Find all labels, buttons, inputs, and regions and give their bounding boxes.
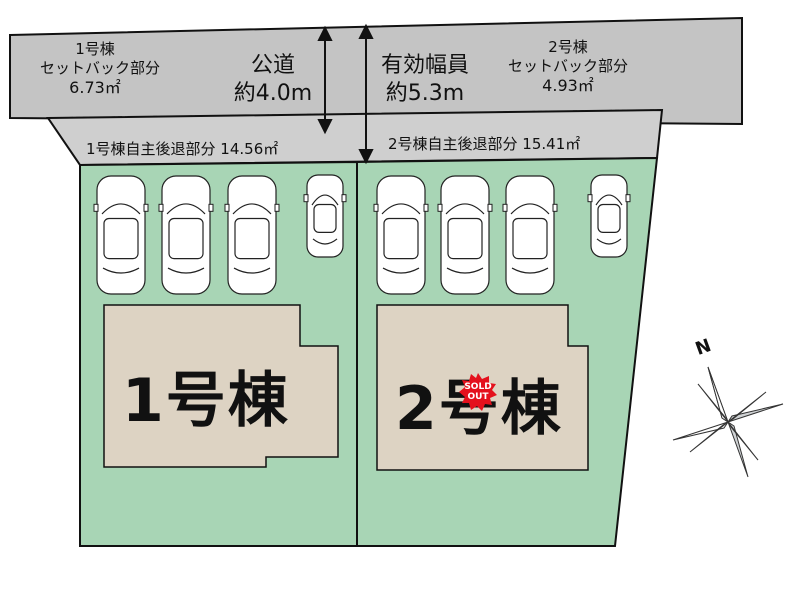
lot2-parking-car-5 bbox=[373, 175, 429, 295]
lot1-parking-car-1 bbox=[93, 175, 149, 295]
lot-2-setback-area: 4.93㎡ bbox=[542, 75, 594, 95]
sold-out-line-1: SOLD bbox=[464, 382, 492, 392]
effective-width-label: 有効幅員 約5.3m bbox=[370, 52, 480, 107]
road-width-arrow bbox=[317, 25, 333, 135]
road-width: 約4.0m bbox=[233, 80, 313, 106]
sold-out-line-2: OUT bbox=[467, 392, 489, 402]
lot-2-setback-title: 2号棟 bbox=[548, 38, 588, 56]
lot1-parking-car-2 bbox=[158, 175, 214, 295]
lot2-parking-car-8 bbox=[587, 174, 631, 258]
building-1-footprint bbox=[103, 304, 339, 468]
lot-1-voluntary-setback: 1号棟自主後退部分 14.56㎡ bbox=[86, 140, 279, 158]
sold-out-burst-icon bbox=[459, 373, 497, 411]
lot2-parking-car-6 bbox=[437, 175, 493, 295]
sold-out-text: SOLD OUT bbox=[458, 382, 498, 402]
lot-1-setback-subtitle: セットバック部分 bbox=[40, 58, 161, 77]
parking-area bbox=[93, 174, 631, 295]
lot-2-setback-label: 2号棟 セットバック部分 4.93㎡ bbox=[498, 38, 638, 96]
compass-icon bbox=[672, 366, 784, 478]
public-road bbox=[9, 16, 743, 126]
building-1-label: 1号棟 bbox=[122, 366, 290, 436]
road-type: 公道 bbox=[250, 53, 295, 78]
lot-1-setback-area: 6.73㎡ bbox=[69, 77, 121, 97]
effective-width-title: 有効幅員 bbox=[380, 53, 469, 78]
effective-width-value: 約5.3m bbox=[385, 80, 465, 106]
lot-1-setback-label: 1号棟 セットバック部分 6.73㎡ bbox=[40, 40, 161, 98]
lot-1-setback-title: 1号棟 bbox=[75, 40, 115, 58]
effective-width-arrow bbox=[358, 23, 374, 165]
lot2-parking-car-7 bbox=[502, 175, 558, 295]
sold-out-badge: SOLD OUT bbox=[458, 372, 498, 412]
lot-2-setback-subtitle: セットバック部分 bbox=[507, 56, 628, 75]
road-label: 公道 約4.0m bbox=[218, 52, 328, 107]
lot1-parking-car-4 bbox=[303, 174, 347, 258]
lot1-parking-car-3 bbox=[224, 175, 280, 295]
lot-2-voluntary-setback: 2号棟自主後退部分 15.41㎡ bbox=[388, 135, 581, 153]
